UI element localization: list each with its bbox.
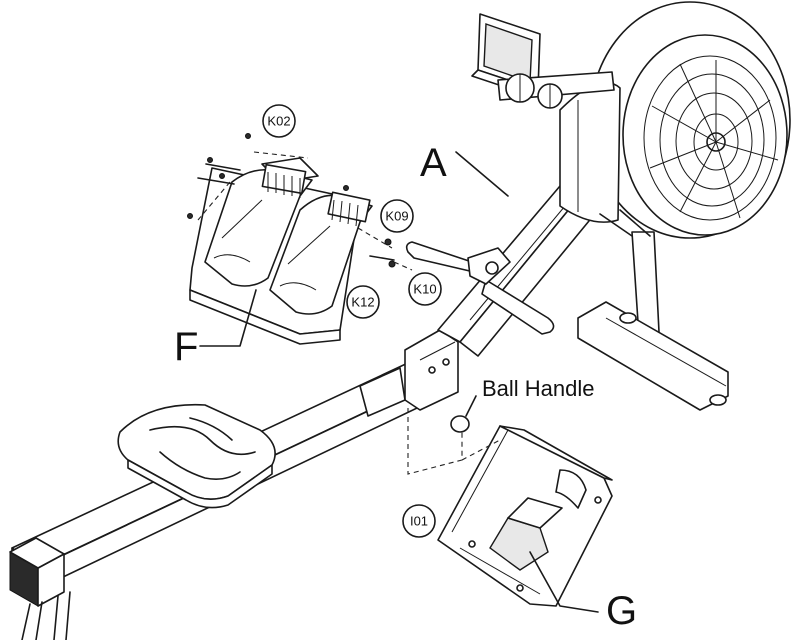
rear-stabilizer [577,209,729,411]
fan-housing [559,1,791,239]
front-cover [437,425,613,607]
label-ball-handle: Ball Handle [482,376,595,401]
seat [117,403,276,509]
tag-k02: K02 [262,104,296,138]
ball-handle-knob [450,415,470,433]
label-a: A [420,141,447,185]
tag-k02-text: K02 [267,114,290,129]
leader-lines [199,151,599,613]
handle-bar [405,241,555,335]
tag-k10: K10 [408,272,442,306]
tag-k12-text: K12 [351,295,374,310]
tag-k09-text: K09 [385,209,408,224]
tag-k12: K12 [346,285,380,319]
dashed-guides [197,151,501,475]
label-f: F [174,325,198,369]
label-g: G [606,589,637,633]
rail-connector [359,329,459,417]
monitor-arm [471,13,615,109]
tag-k09: K09 [380,199,414,233]
footrest-assembly [187,133,396,345]
tag-i01: I01 [402,504,436,538]
tag-k10-text: K10 [413,282,436,297]
tag-i01-text: I01 [410,514,428,529]
